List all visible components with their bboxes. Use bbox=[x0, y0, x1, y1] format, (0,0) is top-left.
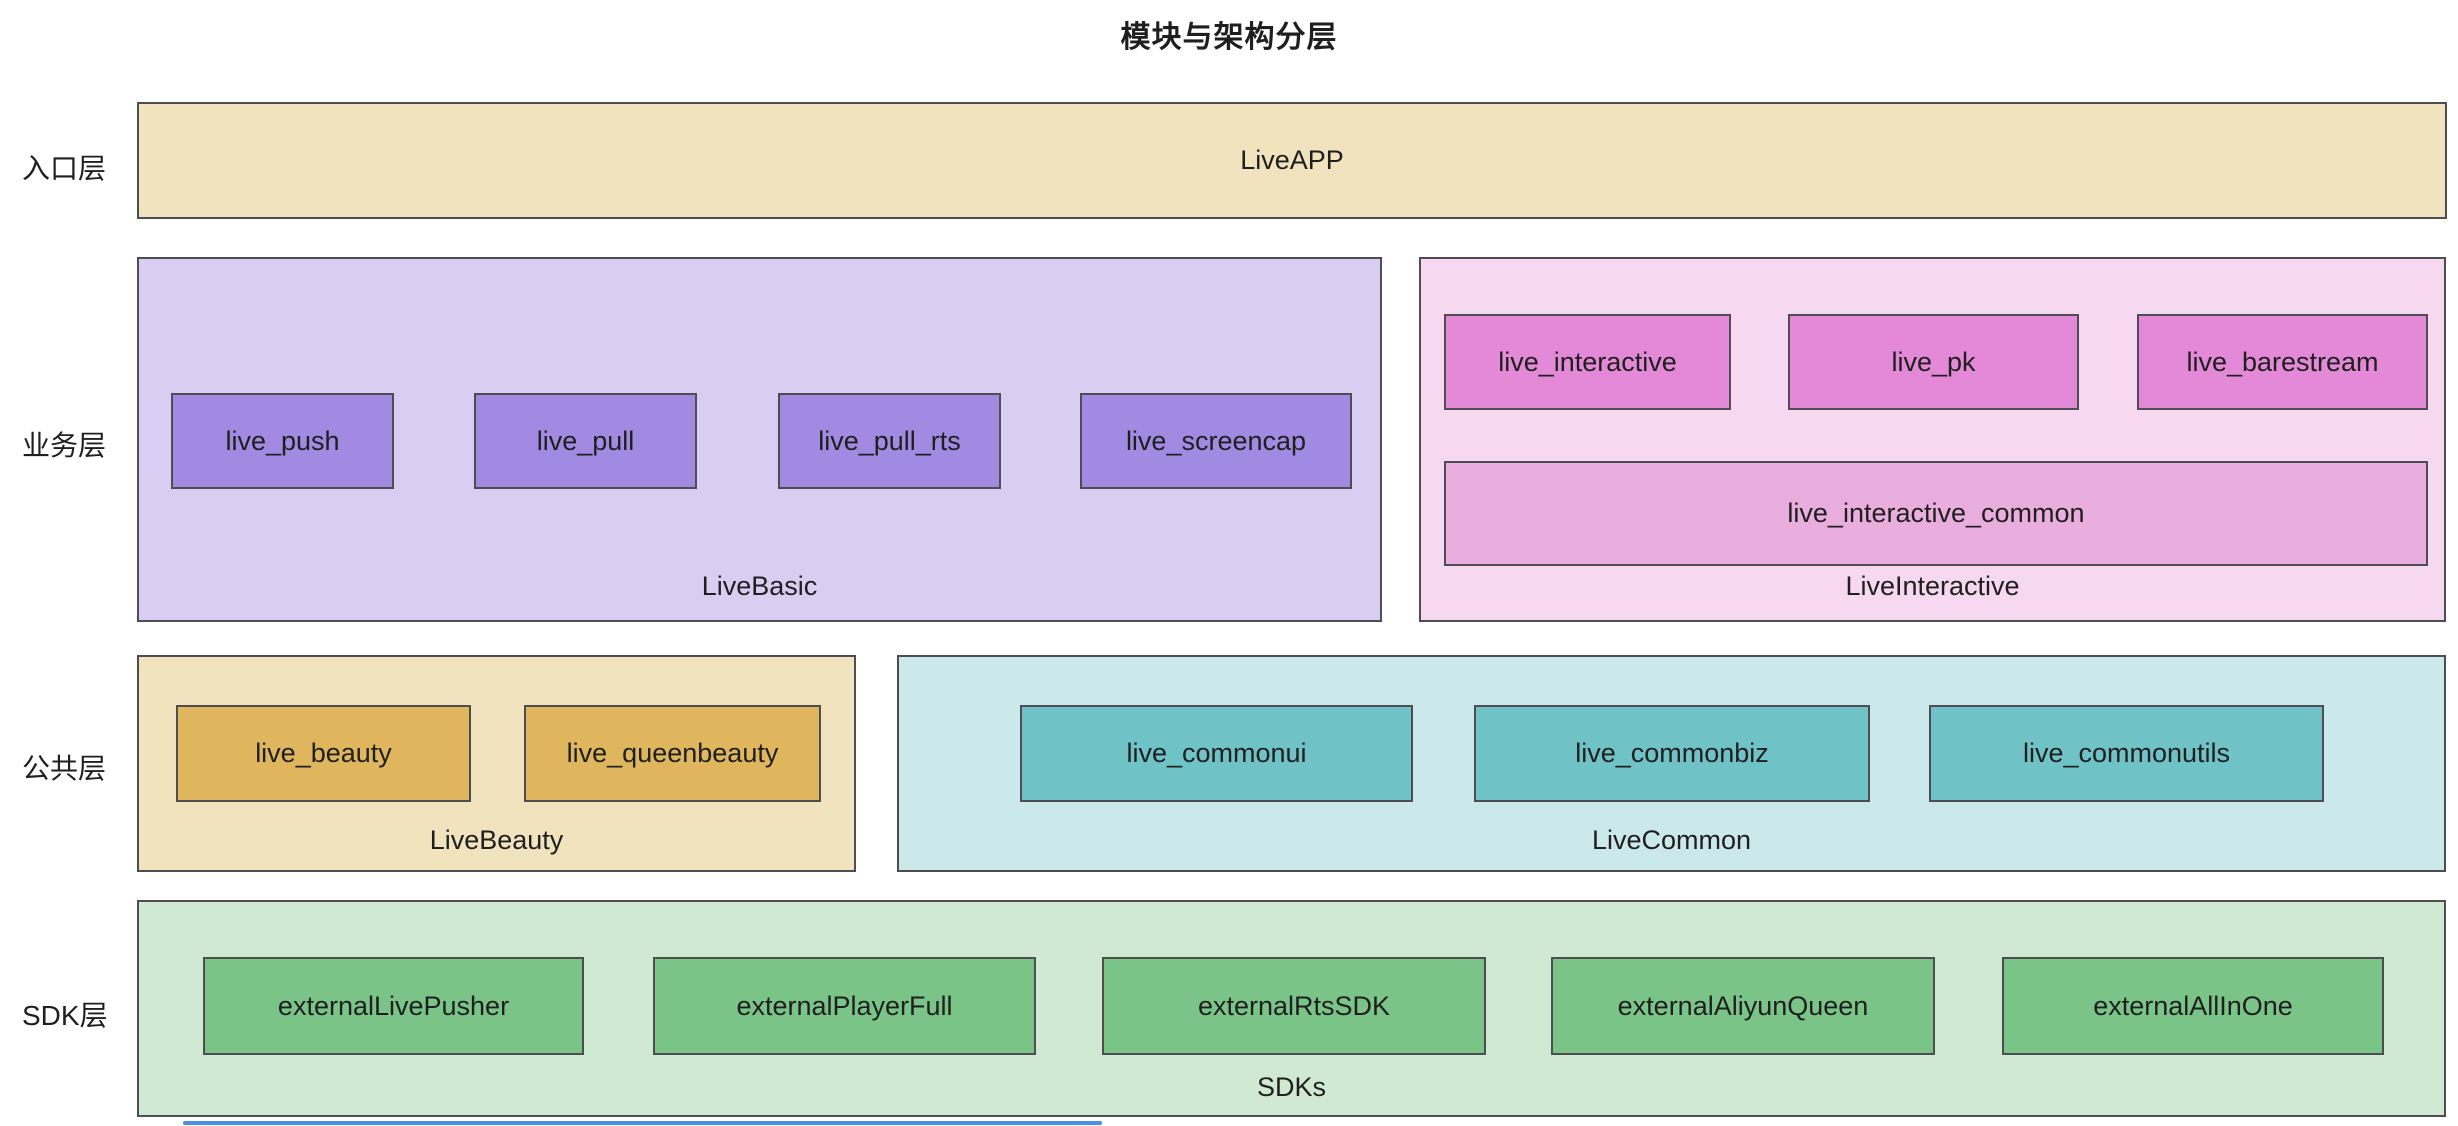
container-livebasic: live_push live_pull live_pull_rts live_s… bbox=[137, 257, 1382, 622]
module-live-barestream: live_barestream bbox=[2137, 314, 2428, 410]
module-external-aliyunqueen: externalAliyunQueen bbox=[1551, 957, 1935, 1055]
module-live-pull-rts: live_pull_rts bbox=[778, 393, 1001, 489]
container-liveinteractive: live_interactive live_pk live_barestream… bbox=[1419, 257, 2446, 622]
container-livebasic-label: LiveBasic bbox=[701, 571, 818, 601]
container-livecommon: live_commonui live_commonbiz live_common… bbox=[897, 655, 2446, 872]
module-external-playerfull: externalPlayerFull bbox=[653, 957, 1036, 1055]
layer-label-business: 业务层 bbox=[22, 430, 107, 461]
container-sdks-label: SDKs bbox=[1256, 1072, 1327, 1102]
layer-label-common: 公共层 bbox=[22, 753, 107, 784]
container-liveapp-label: LiveAPP bbox=[1240, 145, 1344, 175]
module-live-interactive: live_interactive bbox=[1444, 314, 1731, 410]
module-live-pk: live_pk bbox=[1788, 314, 2079, 410]
container-livebeauty-label: LiveBeauty bbox=[429, 825, 564, 855]
container-liveinteractive-label: LiveInteractive bbox=[1845, 571, 2020, 601]
diagram-title: 模块与架构分层 bbox=[1120, 21, 1338, 54]
horizontal-scrollbar[interactable] bbox=[183, 1121, 1102, 1125]
module-live-commonutils: live_commonutils bbox=[1929, 705, 2324, 802]
module-live-queenbeauty: live_queenbeauty bbox=[524, 705, 821, 802]
container-liveapp: LiveAPP bbox=[137, 102, 2447, 219]
module-external-allinone: externalAllInOne bbox=[2002, 957, 2384, 1055]
module-external-livepusher: externalLivePusher bbox=[203, 957, 584, 1055]
module-live-commonui: live_commonui bbox=[1020, 705, 1413, 802]
container-livebeauty: live_beauty live_queenbeauty LiveBeauty bbox=[137, 655, 856, 872]
module-live-interactive-common: live_interactive_common bbox=[1444, 461, 2428, 566]
module-live-pull: live_pull bbox=[474, 393, 697, 489]
container-livecommon-label: LiveCommon bbox=[1591, 825, 1752, 855]
module-live-push: live_push bbox=[171, 393, 394, 489]
module-live-beauty: live_beauty bbox=[176, 705, 471, 802]
module-live-screencap: live_screencap bbox=[1080, 393, 1352, 489]
module-live-commonbiz: live_commonbiz bbox=[1474, 705, 1870, 802]
container-sdks: externalLivePusher externalPlayerFull ex… bbox=[137, 900, 2446, 1117]
layer-label-sdk: SDK层 bbox=[22, 1000, 108, 1031]
layer-label-entry: 入口层 bbox=[22, 153, 107, 184]
module-external-rtssdk: externalRtsSDK bbox=[1102, 957, 1486, 1055]
